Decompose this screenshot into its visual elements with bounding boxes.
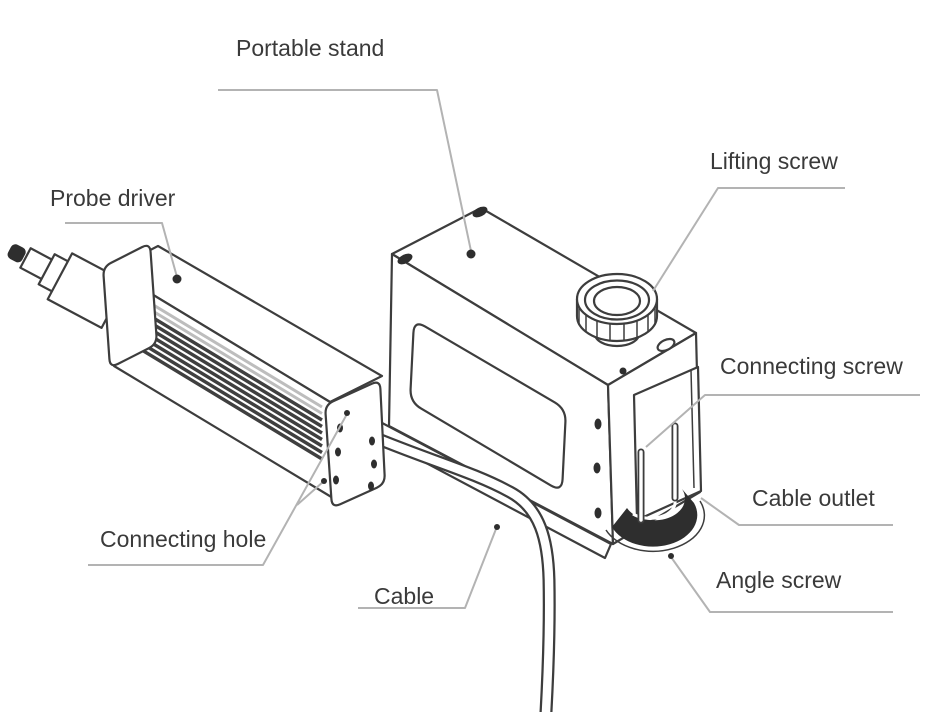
connecting-screw-pins — [637, 422, 679, 524]
leader-portable-stand — [218, 89, 472, 252]
label-lifting-screw: Lifting screw — [710, 148, 838, 174]
leader-angle-screw — [670, 556, 893, 613]
top-face-hole — [656, 337, 676, 353]
label-probe-driver: Probe driver — [50, 185, 176, 211]
portable-stand-drawing — [387, 206, 706, 552]
knob-top-mid — [583, 279, 651, 321]
label-angle-screw: Angle screw — [716, 567, 842, 593]
cable-drawing — [345, 421, 556, 712]
connecting-screw-bracket — [632, 365, 703, 522]
top-corner-screw-back — [472, 206, 488, 218]
connecting-holes — [333, 423, 377, 491]
driver-end-cap — [324, 381, 386, 507]
driver-left-cap — [102, 244, 158, 367]
knob-knurl-lines — [578, 307, 656, 341]
label-connecting-hole: Connecting hole — [100, 526, 266, 552]
lifting-screw-knob — [575, 272, 659, 348]
leader-connecting-screw — [645, 394, 920, 448]
leader-dots — [172, 249, 674, 559]
label-connecting-screw: Connecting screw — [720, 353, 903, 379]
top-corner-screw-left — [397, 253, 413, 265]
leader-lines — [65, 89, 920, 613]
leader-cable — [358, 528, 497, 609]
knob-top-outer — [575, 272, 659, 326]
probe-tip — [7, 244, 26, 263]
leader-lifting-screw — [652, 187, 845, 292]
driver-hatch-stripes — [116, 281, 323, 461]
probe-driver-drawing — [7, 244, 386, 507]
part-labels: Portable stand Probe driver Lifting scre… — [50, 35, 903, 609]
label-portable-stand: Portable stand — [236, 35, 384, 61]
top-face-dot — [619, 367, 627, 375]
stand-window-opening — [409, 323, 567, 489]
bracket-slot-line — [690, 369, 695, 489]
knob-top-inner — [592, 285, 642, 317]
label-cable: Cable — [374, 583, 434, 609]
stand-corner-holes — [593, 418, 602, 519]
leader-cable-outlet — [700, 497, 893, 526]
label-cable-outlet: Cable outlet — [752, 485, 875, 511]
leader-probe-driver — [65, 222, 178, 278]
leader-connecting-hole — [88, 413, 348, 566]
